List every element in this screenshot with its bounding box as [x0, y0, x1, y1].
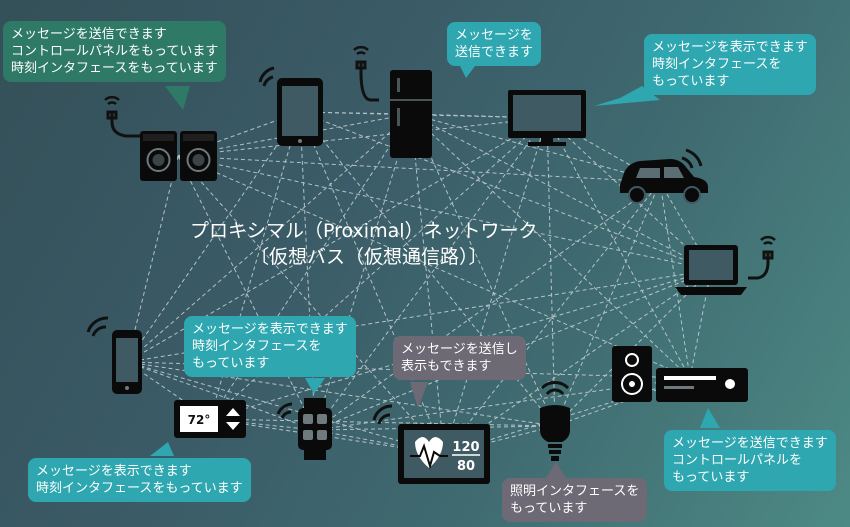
network-link — [546, 117, 556, 427]
tablet-icon — [258, 66, 323, 146]
network-link — [546, 117, 691, 379]
laptop-icon — [675, 235, 776, 295]
network-link — [126, 155, 179, 363]
audio-system-icon — [612, 346, 748, 402]
network-link — [126, 111, 301, 363]
network-link — [314, 181, 661, 431]
audio-callout: メッセージを送信できます コントロールパネルを もっています — [664, 430, 836, 491]
network-link — [177, 155, 445, 455]
bulb-callout: 照明インタフェースを もっています — [502, 478, 648, 522]
network-link — [314, 429, 445, 455]
health-callout-line: 表示もできます — [401, 359, 492, 374]
watch-callout-line: 時刻インタフェースを — [192, 339, 322, 354]
network-link — [443, 425, 556, 455]
network-link — [659, 181, 691, 379]
thermostat-callout-line: メッセージを表示できます — [36, 464, 192, 479]
audio-callout-line: もっています — [672, 470, 750, 485]
network-link — [554, 181, 661, 427]
network-link — [177, 117, 548, 157]
network-link — [177, 155, 661, 183]
health-callout-line: メッセージを送信し — [401, 342, 518, 357]
watch-callout: メッセージを表示できます 時刻インタフェースを もっています — [184, 316, 356, 377]
thermostat-temperature: 72° — [188, 413, 211, 427]
network-link — [443, 117, 548, 455]
network-link — [177, 155, 316, 431]
thermostat-icon: 72° — [174, 400, 246, 438]
network-link — [554, 269, 712, 427]
washer-callout-line: コントロールパネルをもっています — [11, 44, 219, 59]
thermostat-callout: メッセージを表示できます 時刻インタフェースをもっています — [28, 458, 251, 502]
network-link — [299, 111, 712, 271]
diastolic-value: 80 — [457, 459, 475, 474]
network-link — [443, 181, 661, 455]
bubble-tails — [150, 62, 720, 478]
systolic-value: 120 — [452, 440, 479, 455]
network-link — [410, 113, 712, 271]
network-link — [126, 361, 445, 455]
washer-callout-line: メッセージを送信できます — [11, 27, 167, 42]
network-link — [443, 269, 712, 455]
network-link — [209, 117, 548, 420]
fridge-callout-line: 送信できます — [455, 45, 534, 60]
network-link — [410, 113, 556, 427]
network-link — [314, 113, 412, 431]
audio-callout-line: コントロールパネルを — [672, 453, 803, 468]
network-link — [126, 117, 548, 363]
health-monitor-icon: 120 80 — [372, 404, 490, 484]
network-link — [314, 117, 548, 431]
washer-dryer-icon — [104, 95, 217, 181]
title-line-1: プロキシマル（Proximal）ネットワーク — [190, 220, 538, 242]
tv-callout: メッセージを表示できます 時刻インタフェースを もっています — [644, 34, 816, 95]
network-link — [126, 361, 316, 431]
bulb-callout-line: もっています — [510, 501, 588, 516]
fridge-callout: メッセージを 送信できます — [447, 22, 542, 66]
watch-callout-line: メッセージを表示できます — [192, 322, 348, 337]
washer-callout: メッセージを送信できます コントロールパネルをもっています 時刻インタフェースを… — [3, 21, 227, 82]
tv-callout-line: 時刻インタフェースを — [652, 57, 782, 72]
light-bulb-icon — [540, 381, 570, 461]
watch-callout-line: もっています — [192, 356, 270, 371]
audio-callout-line: メッセージを送信できます — [672, 436, 828, 451]
title-line-2: 〔仮想バス（仮想通信路）〕 — [250, 246, 488, 268]
refrigerator-icon — [353, 45, 432, 158]
network-link — [177, 155, 691, 379]
bulb-callout-line: 照明インタフェースを — [510, 484, 640, 499]
network-link — [209, 418, 556, 427]
network-link — [689, 269, 712, 379]
car-icon — [620, 148, 708, 204]
network-link — [410, 113, 661, 183]
tv-callout-line: もっています — [652, 74, 730, 89]
tv-callout-line: メッセージを表示できます — [652, 40, 808, 55]
fridge-callout-line: メッセージを — [455, 28, 533, 43]
smartwatch-icon — [276, 398, 332, 460]
health-callout: メッセージを送信し 表示もできます — [393, 336, 526, 380]
washer-callout-line: 時刻インタフェースをもっています — [11, 61, 218, 76]
smartphone-icon — [86, 316, 142, 394]
network-link — [546, 117, 712, 271]
television-icon — [508, 90, 586, 146]
network-link — [177, 113, 412, 157]
diagram-title: プロキシマル（Proximal）ネットワーク 〔仮想バス（仮想通信路）〕 — [190, 218, 538, 270]
network-link — [410, 113, 445, 455]
thermostat-callout-line: 時刻インタフェースをもっています — [36, 481, 243, 496]
